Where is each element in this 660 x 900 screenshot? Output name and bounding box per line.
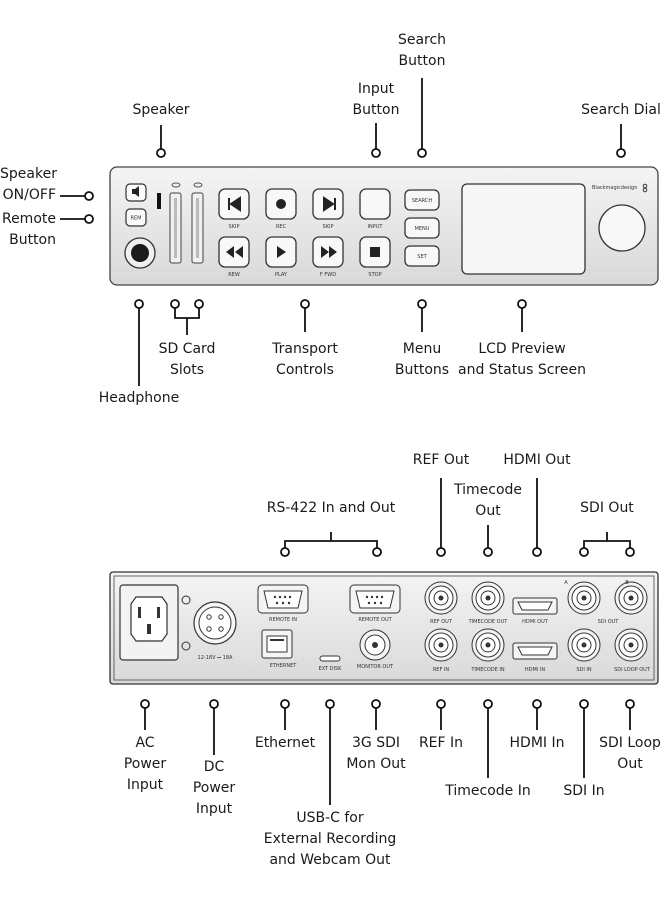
front-callout-lines [60, 78, 626, 386]
front-panel: REM SKIP REC SKIP INPUT [109, 166, 659, 286]
svg-text:MONITOR OUT: MONITOR OUT [357, 664, 394, 670]
callout-hdmi-out: HDMI Out [503, 452, 571, 468]
callout-speaker: Speaker [132, 102, 190, 118]
svg-text:STOP: STOP [368, 272, 381, 278]
svg-text:PLAY: PLAY [275, 272, 288, 278]
callout-rs422: RS-422 In and Out [266, 500, 396, 516]
svg-text:INPUT: INPUT [368, 224, 384, 230]
svg-text:REF IN: REF IN [433, 667, 450, 673]
callout-ref-out: REF Out [412, 452, 470, 468]
svg-text:SDI OUT: SDI OUT [598, 619, 620, 625]
ref-out-bnc [424, 581, 458, 615]
svg-text:TIMECODE OUT: TIMECODE OUT [468, 619, 509, 625]
ethernet-port: ETHERNET [261, 629, 298, 669]
callout-hdmi-in: HDMI In [509, 735, 565, 751]
svg-text:12-18V ⎓ 18A: 12-18V ⎓ 18A [198, 655, 233, 661]
svg-text:F FWD: F FWD [320, 272, 336, 278]
ac-power-socket [119, 584, 191, 661]
sdi-loop-out-bnc [614, 628, 648, 662]
monitor-out-bnc: MONITOR OUT [357, 629, 394, 670]
hdmi-ports: HDMI OUT HDMI IN [512, 597, 558, 673]
svg-text:HDMI IN: HDMI IN [525, 667, 545, 673]
rear-panel: 12-18V ⎓ 18A REMOTE IN REMOTE OUT ETHERN… [109, 571, 659, 685]
ref-in-bnc [424, 628, 458, 662]
svg-text:EXT DISK: EXT DISK [319, 666, 343, 672]
svg-text:B: B [625, 580, 629, 586]
svg-text:SDI LOOP OUT: SDI LOOP OUT [614, 667, 651, 673]
rs422-ports: REMOTE IN REMOTE OUT [257, 584, 401, 623]
svg-text:MENU: MENU [415, 226, 430, 232]
svg-text:SET: SET [417, 254, 427, 260]
callout-headphone: Headphone [98, 390, 180, 406]
bnc-connectors [424, 581, 648, 662]
sdi-in-bnc [567, 628, 601, 662]
svg-text:SKIP: SKIP [323, 224, 334, 230]
timecode-out-bnc [471, 581, 505, 615]
svg-text:REF OUT: REF OUT [430, 619, 453, 625]
svg-text:SDI IN: SDI IN [576, 667, 592, 673]
rem-button [125, 208, 147, 227]
callout-ref-in: REF In [418, 735, 464, 751]
timecode-in-bnc [471, 628, 505, 662]
rear-callout-lines [140, 478, 635, 805]
lcd-screen [461, 183, 586, 275]
sdi-out-b-bnc [614, 581, 648, 615]
svg-text:REMOTE OUT: REMOTE OUT [358, 617, 392, 623]
callout-search-dial: Search Dial [581, 102, 660, 118]
callout-sdi-in: SDI In [563, 783, 605, 799]
svg-text:ETHERNET: ETHERNET [270, 663, 298, 669]
svg-text:SEARCH: SEARCH [412, 198, 432, 204]
dc-power-connector: 12-18V ⎓ 18A [193, 601, 237, 661]
usb-c-port: EXT DISK [319, 655, 343, 672]
svg-text:REMOTE IN: REMOTE IN [269, 617, 297, 623]
sd-card-slots [169, 182, 204, 264]
svg-text:REC: REC [276, 224, 287, 230]
svg-text:A: A [564, 580, 568, 586]
svg-text:HDMI OUT: HDMI OUT [522, 619, 549, 625]
brand-logo: Blackmagicdesign [592, 185, 637, 191]
svg-text:SKIP: SKIP [229, 224, 240, 230]
svg-text:TIMECODE IN: TIMECODE IN [470, 667, 505, 673]
svg-text:REM: REM [131, 216, 142, 222]
svg-text:REW: REW [228, 272, 240, 278]
transport-controls: SKIP REC SKIP INPUT REW PLAY F FWD STOP [218, 188, 391, 278]
search-dial [598, 204, 646, 252]
menu-buttons: SEARCH MENU SET [404, 189, 440, 267]
callout-ethernet: Ethernet [254, 735, 316, 751]
sdi-out-a-bnc [567, 581, 601, 615]
callout-timecode-in: Timecode In [445, 783, 531, 799]
callout-sdi-out: SDI Out [580, 500, 634, 516]
